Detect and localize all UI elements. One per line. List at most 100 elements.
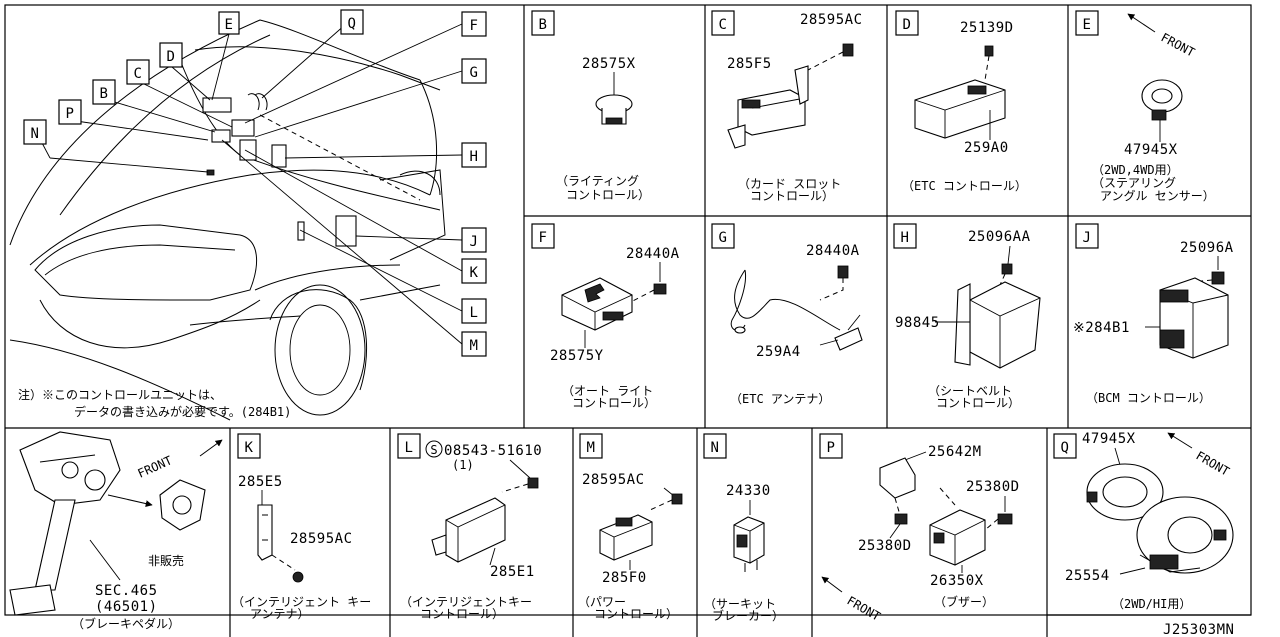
callout-K[interactable]: K [461, 258, 487, 284]
panel-B: B 28575X （ライティング コントロール） [531, 10, 650, 202]
svg-text:N: N [31, 126, 40, 142]
svg-text:B: B [539, 17, 548, 33]
callout-N[interactable]: N [23, 119, 47, 145]
front-label: FRONT [136, 453, 175, 480]
section-reference: SEC.465 [95, 583, 158, 599]
panel-G: G 28440A 259A4 （ETC アンテナ） [711, 223, 863, 406]
svg-text:L: L [470, 305, 479, 321]
panel-N: N 24330 （サーキット ブレーカー） FRONT [703, 433, 883, 624]
screw-symbol-letter: S [430, 443, 437, 457]
callout-B[interactable]: B [92, 79, 116, 105]
part-number: 285E1 [490, 564, 535, 580]
part-number: 24330 [726, 483, 771, 499]
front-label: FRONT [1159, 30, 1197, 59]
part-number: 98845 [895, 315, 940, 331]
svg-text:K: K [245, 440, 254, 456]
callout-P[interactable]: P [58, 99, 82, 125]
panel-caption: （ブザー） [934, 594, 994, 609]
lighting-control-part [595, 94, 633, 125]
seatbelt-control-part [954, 281, 1041, 369]
etc-antenna-part [730, 269, 863, 351]
panel-caption: コントロール） [594, 607, 678, 621]
panel-letter-G [711, 223, 735, 249]
callout-L[interactable]: L [461, 298, 487, 324]
callout-C[interactable]: C [126, 59, 150, 85]
panel-grid [4, 4, 1252, 637]
part-number: 25554 [1065, 568, 1110, 584]
part-number: 28440A [626, 246, 680, 262]
power-control-part [599, 514, 653, 561]
svg-text:J: J [1083, 230, 1092, 246]
diagram-code: J25303MN [1163, 622, 1234, 637]
buzzer-part [929, 509, 986, 566]
panel-caption: （サーキット [704, 597, 776, 611]
panel-caption: （パワー [578, 595, 626, 609]
svg-text:P: P [66, 106, 75, 122]
panel-caption: （オート ライト [562, 384, 653, 398]
panel-caption: コントロール） [566, 188, 650, 202]
part-number: ※284B1 [1073, 320, 1130, 336]
svg-text:P: P [827, 440, 836, 456]
part-number: 285F5 [727, 56, 772, 72]
svg-text:G: G [719, 230, 728, 246]
svg-text:D: D [167, 49, 176, 65]
panel-brake-pedal: FRONT 非販売 SEC.465 (46501) （ブレーキペダル） [9, 431, 223, 631]
part-number: 28575Y [550, 348, 604, 364]
part-number: 25096AA [968, 229, 1031, 245]
panel-caption: （ステアリング [1092, 176, 1176, 190]
callout-G[interactable]: G [461, 58, 487, 84]
svg-text:D: D [903, 17, 912, 33]
panel-H: H 25096AA 98845 （シートベルト コントロール） [893, 223, 1041, 410]
svg-text:F: F [539, 230, 548, 246]
part-number: 47945X [1124, 142, 1178, 158]
steering-angle-sensor-part [1141, 79, 1183, 121]
callout-Q[interactable]: Q [340, 9, 364, 35]
part-number: 25380D [966, 479, 1020, 495]
callout-M[interactable]: M [461, 331, 487, 357]
overview-note-line2: データの書き込みが必要です。(284B1) [74, 404, 291, 419]
panel-caption: （BCM コントロール） [1086, 391, 1211, 405]
front-label: FRONT [845, 593, 883, 623]
part-quantity: (1) [452, 458, 474, 472]
screw-symbol-icon [425, 440, 443, 458]
panel-caption: ブレーカー） [712, 608, 784, 623]
svg-text:E: E [1083, 17, 1092, 33]
front-arrow-icon [1167, 432, 1193, 449]
part-number: 25380D [858, 538, 912, 554]
svg-text:J: J [470, 234, 479, 250]
panel-letter-L [397, 433, 421, 459]
panel-letter-Q [1053, 433, 1077, 459]
callout-H[interactable]: H [461, 142, 487, 168]
part-number: 25096A [1180, 240, 1234, 256]
brake-sensor-part [159, 479, 206, 531]
callout-E[interactable]: E [218, 11, 240, 35]
panel-letter-K [237, 433, 261, 459]
svg-text:H: H [470, 149, 479, 165]
panel-caption: （ライティング [556, 174, 639, 188]
panel-letter-F [531, 223, 555, 249]
etc-control-part [914, 79, 1006, 139]
panel-caption: コントロール） [750, 189, 834, 203]
panel-P: P 25642M 25380D 25380D 26350X （ブザー） [819, 433, 1020, 609]
part-number: 26350X [930, 573, 984, 589]
panel-letter-D [895, 10, 919, 36]
panel-letter-N [703, 433, 727, 459]
front-arrow-icon [821, 576, 843, 593]
brake-pedal-assembly [9, 431, 121, 616]
callout-D[interactable]: D [159, 42, 183, 68]
panel-letter-J [1075, 223, 1099, 249]
panel-E: E FRONT 47945X （2WD,4WD用） （ステアリング アングル セ… [1075, 10, 1215, 203]
callout-J[interactable]: J [461, 227, 487, 253]
svg-text:M: M [470, 338, 479, 354]
callout-F[interactable]: F [461, 11, 487, 37]
part-number: 28595AC [290, 531, 353, 547]
panel-caption: コントロール） [420, 607, 504, 621]
panel-M: M 28595AC 285F0 （パワー コントロール） [578, 433, 683, 621]
part-number: 259A4 [756, 344, 801, 360]
panel-caption: アンテナ） [250, 607, 310, 621]
svg-text:M: M [587, 440, 596, 456]
part-number: 285E5 [238, 474, 283, 490]
panel-caption: （インテリジェントキー [400, 595, 532, 609]
panel-letter-H [893, 223, 917, 249]
